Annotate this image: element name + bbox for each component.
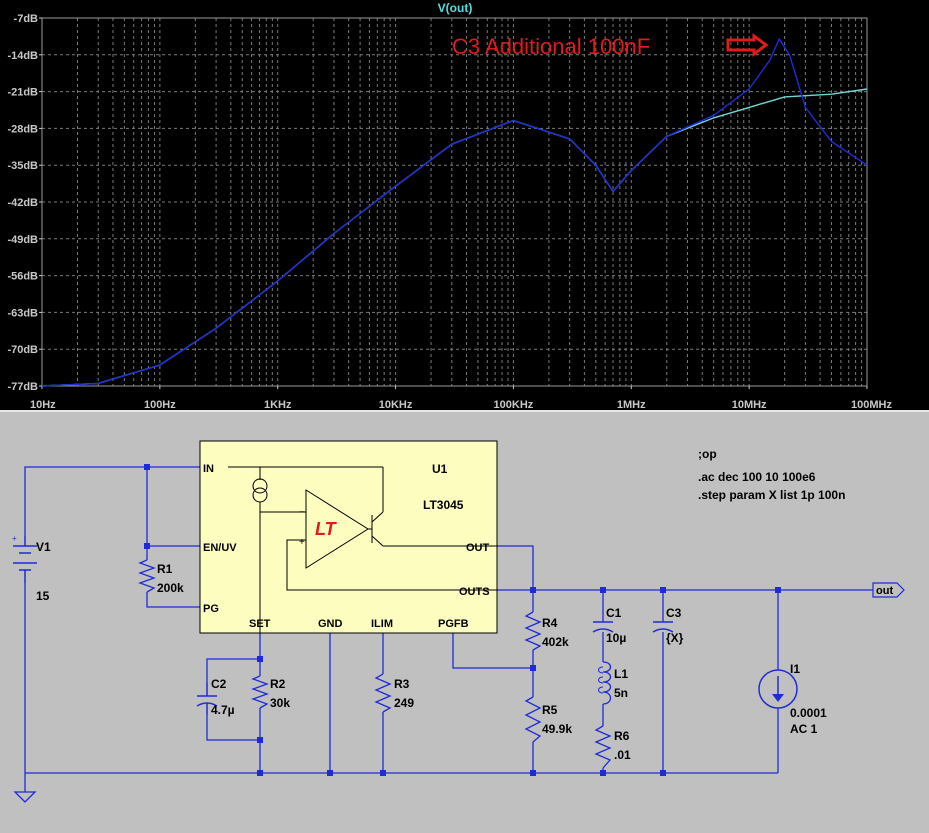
trace-step-2[interactable]	[41, 38, 868, 387]
u1-lt3045-ic[interactable]: − + LT	[199, 440, 498, 634]
y-tick-label: -14dB	[7, 50, 38, 62]
pin-gnd: GND	[318, 618, 343, 630]
r4-value: 402k	[542, 635, 569, 649]
pane-separator[interactable]	[0, 410, 929, 413]
x-tick-label: 1KHz	[264, 399, 292, 411]
r2-resistor-symbol[interactable]	[251, 675, 269, 709]
pin-outs: OUTS	[459, 586, 490, 598]
x-tick-label: 100MHz	[851, 399, 892, 411]
i1-ac-value: AC 1	[790, 722, 818, 736]
l1-value: 5n	[614, 686, 628, 700]
r2-value: 30k	[270, 696, 290, 710]
c1-capacitor-symbol[interactable]	[592, 621, 614, 633]
pin-pg: PG	[203, 603, 219, 615]
pin-ilim: ILIM	[371, 618, 393, 630]
r6-resistor-symbol[interactable]	[594, 725, 612, 769]
svg-text:+: +	[12, 534, 17, 543]
trace-layer[interactable]	[41, 38, 868, 387]
c2-capacitor-symbol[interactable]	[196, 683, 218, 715]
waveform-plot[interactable]: V(out) -7dB -14dB -21dB -28dB -35dB -42dB -49d…	[0, 0, 929, 412]
pin-set: SET	[249, 618, 271, 630]
y-tick-label: -42dB	[7, 197, 38, 209]
lt-logo: LT	[315, 519, 338, 539]
y-tick-label: -49dB	[7, 234, 38, 246]
u1-name: U1	[432, 462, 448, 476]
i1-name: I1	[790, 662, 800, 676]
x-tick-label: 10MHz	[732, 399, 767, 411]
l1-inductor-symbol[interactable]	[598, 661, 612, 705]
pin-in: IN	[203, 463, 214, 475]
y-tick-label: -21dB	[7, 87, 38, 99]
v1-name: V1	[36, 540, 51, 554]
u1-part: LT3045	[423, 498, 464, 512]
net-label-out-text: out	[876, 585, 893, 597]
y-tick-label: -35dB	[7, 160, 38, 172]
schematic-canvas[interactable]: + V1 15 R1 200k	[0, 412, 929, 828]
svg-text:+: +	[299, 537, 305, 548]
pin-en-uv: EN/UV	[203, 542, 237, 554]
c1-value: 10µ	[606, 631, 626, 645]
l1-name: L1	[614, 667, 628, 681]
v1-battery-symbol[interactable]: +	[12, 534, 37, 583]
x-tick-label: 1MHz	[617, 399, 646, 411]
r2-name: R2	[270, 677, 286, 691]
r5-name: R5	[542, 703, 558, 717]
ground-symbol[interactable]	[13, 791, 37, 803]
r1-value: 200k	[157, 581, 184, 595]
r5-resistor-symbol[interactable]	[524, 696, 542, 743]
x-tick-label: 10Hz	[30, 399, 56, 411]
schematic-editor[interactable]: + V1 15 R1 200k	[0, 412, 929, 828]
net-label-out[interactable]: out	[872, 582, 905, 598]
v1-value: 15	[36, 589, 50, 603]
c3-name: C3	[666, 606, 682, 620]
wires	[24, 466, 873, 792]
y-tick-label: -63dB	[7, 307, 38, 319]
directive-step[interactable]: .step param X list 1p 100n	[698, 488, 845, 502]
y-axis-ticks: -7dB -14dB -21dB -28dB -35dB -42dB -49dB -56dB -…	[7, 13, 42, 393]
i1-current-source-symbol[interactable]	[758, 669, 798, 709]
y-tick-label: -56dB	[7, 271, 38, 283]
x-tick-label: 100KHz	[494, 399, 534, 411]
r3-name: R3	[394, 677, 410, 691]
y-tick-label: -77dB	[7, 381, 38, 393]
y-tick-label: -70dB	[7, 344, 38, 356]
c3-value: {X}	[666, 631, 684, 645]
y-tick-label: -28dB	[7, 123, 38, 135]
directive-op[interactable]: ;op	[698, 447, 717, 461]
i1-value: 0.0001	[790, 706, 827, 720]
waveform-viewer[interactable]: V(out) -7dB -14dB -21dB -28dB -35dB -42dB -49d…	[0, 0, 929, 412]
x-tick-label: 100Hz	[144, 399, 176, 411]
y-tick-label: -7dB	[14, 13, 39, 25]
c1-name: C1	[606, 606, 622, 620]
junction-dots	[144, 464, 781, 776]
svg-text:−: −	[299, 507, 305, 518]
c2-name: C2	[211, 677, 227, 691]
annotation-arrow	[726, 33, 769, 57]
r6-name: R6	[614, 729, 630, 743]
c2-value: 4.7µ	[211, 703, 235, 717]
r3-resistor-symbol[interactable]	[374, 673, 392, 713]
pin-out: OUT	[466, 542, 490, 554]
r4-name: R4	[542, 616, 558, 630]
trace-title[interactable]: V(out)	[438, 1, 473, 15]
x-tick-label: 10KHz	[379, 399, 413, 411]
r5-value: 49.9k	[542, 722, 572, 736]
plot-grid	[41, 17, 868, 387]
r4-resistor-symbol[interactable]	[524, 611, 542, 651]
c3-capacitor-symbol[interactable]	[652, 621, 674, 633]
r1-name: R1	[157, 562, 173, 576]
x-axis-ticks: 10Hz 100Hz 1KHz 10KHz 100KHz 1MHz 10MHz 100MHz	[30, 386, 892, 411]
r1-resistor-symbol[interactable]	[138, 559, 156, 593]
pin-pgfb: PGFB	[438, 618, 469, 630]
c3-annotation: C3 Additional 100nF	[452, 34, 650, 59]
r3-value: 249	[394, 696, 414, 710]
directive-ac[interactable]: .ac dec 100 10 100e6	[698, 470, 816, 484]
r6-value: .01	[614, 748, 631, 762]
